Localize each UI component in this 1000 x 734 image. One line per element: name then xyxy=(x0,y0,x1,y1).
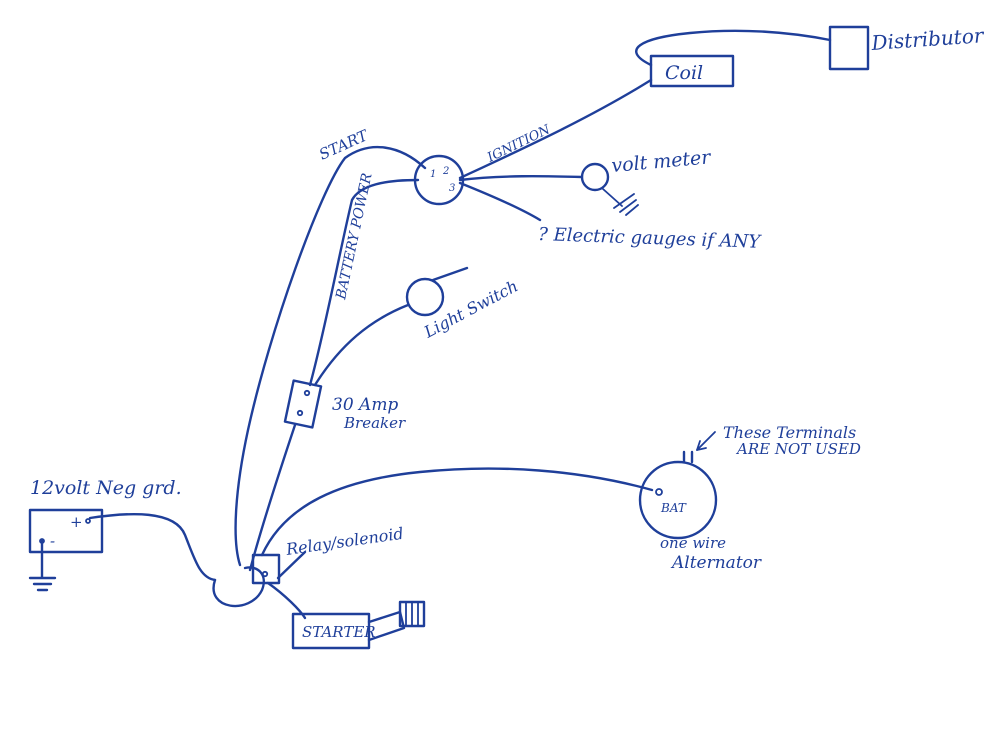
wire-battery-positive xyxy=(88,512,217,582)
volt-meter-label: volt meter xyxy=(611,146,714,177)
relay-solenoid-box xyxy=(251,553,281,585)
light-switch-lever xyxy=(431,266,469,282)
wire-starter xyxy=(266,581,307,620)
breaker-terminal-bottom xyxy=(296,409,304,417)
breaker-label-line2: Breaker xyxy=(343,414,406,432)
battery-plus-terminal xyxy=(85,518,91,524)
wire-battery-power xyxy=(308,178,420,387)
light-switch-label: Light Switch xyxy=(420,276,521,342)
wire-loop xyxy=(212,566,265,608)
ignition-label: IGNITION xyxy=(484,122,553,166)
breaker-box xyxy=(283,379,323,429)
battery-plus-label: + xyxy=(70,513,83,531)
breaker-terminal-top xyxy=(303,389,311,397)
ignition-switch xyxy=(413,154,465,206)
wire-volt-meter xyxy=(458,174,584,182)
switch-terminal-2: 2 xyxy=(442,166,449,177)
starter-label: STARTER xyxy=(302,623,376,641)
wire-light-switch xyxy=(313,303,410,387)
wire-gauges xyxy=(458,181,542,222)
terminals-label-line1: These Terminals xyxy=(723,423,856,442)
battery-label: 12volt Neg grd. xyxy=(30,477,182,499)
terminals-label-line2: ARE NOT USED xyxy=(735,440,861,458)
alternator xyxy=(638,460,718,540)
wire-coil-distributor xyxy=(635,29,832,67)
starter-box xyxy=(291,612,371,650)
starter-gear-teeth-icon xyxy=(405,601,419,627)
alternator-label-line1: one wire xyxy=(660,534,726,552)
distributor-box xyxy=(828,25,870,71)
battery-box xyxy=(28,508,104,554)
battery-minus-label: - xyxy=(50,532,55,550)
coil-label: Coil xyxy=(665,62,703,84)
relay-slash xyxy=(276,550,307,580)
volt-meter xyxy=(580,162,610,192)
unused-terminals xyxy=(682,450,694,464)
battery-power-label: BATTERY POWER xyxy=(333,171,376,302)
light-switch xyxy=(405,277,445,317)
relay-terminal xyxy=(261,570,269,578)
alternator-bat-terminal xyxy=(655,488,663,496)
wire-alternator xyxy=(260,467,654,557)
alternator-bat-label: BAT xyxy=(660,501,687,515)
distributor-label: Distributor xyxy=(870,23,986,55)
breaker-label-line1: 30 Amp xyxy=(332,395,398,415)
coil-box xyxy=(649,54,735,88)
alternator-label-line2: Alternator xyxy=(670,553,762,573)
volt-meter-ground-icon xyxy=(602,188,639,216)
wire-ignition xyxy=(458,78,653,180)
switch-terminal-1: 1 xyxy=(430,169,436,180)
battery-ground-icon xyxy=(28,539,57,592)
switch-terminal-3: 3 xyxy=(449,183,455,194)
arrow-head-icon xyxy=(696,440,707,451)
starter-shaft xyxy=(367,610,406,642)
electric-gauges-label: ? Electric gauges if ANY xyxy=(538,224,763,253)
unused-terminals-arrow xyxy=(696,431,716,451)
wire-start xyxy=(234,145,427,567)
